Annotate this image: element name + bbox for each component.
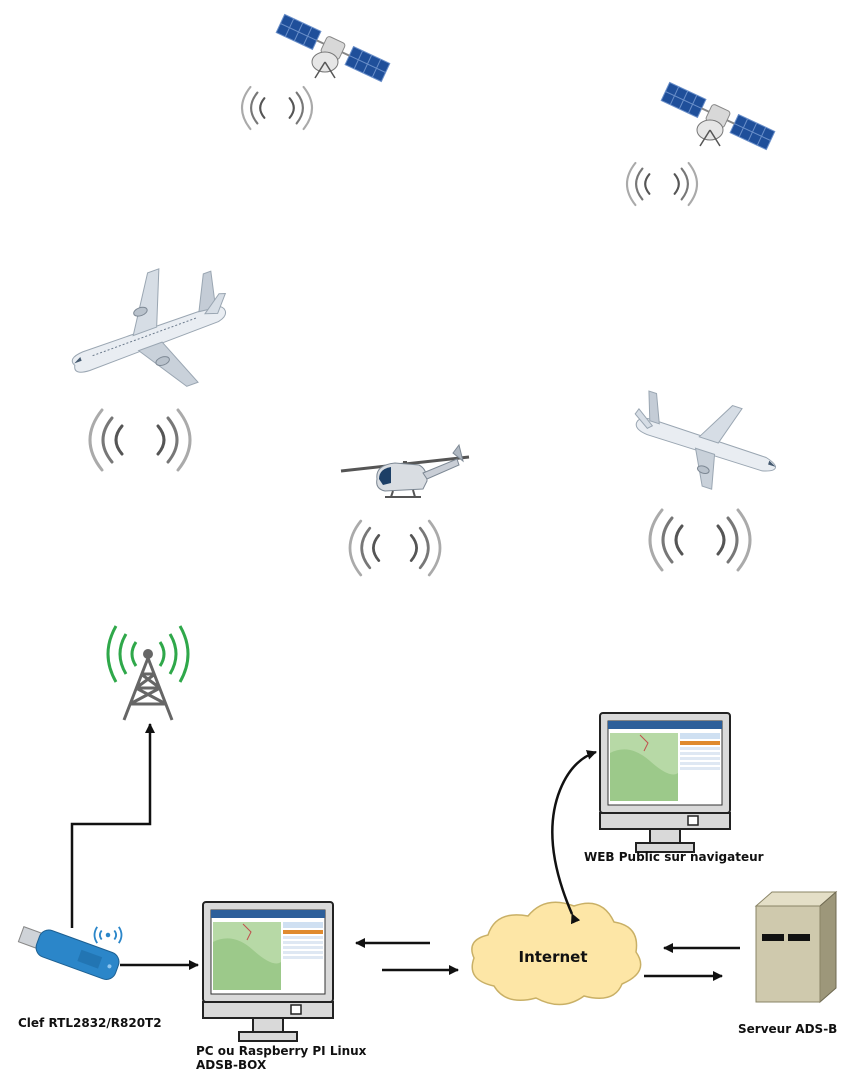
- internet-label: Internet: [518, 948, 587, 966]
- helicopter-icon: [340, 443, 470, 498]
- web-label: WEB Public sur navigateur: [584, 850, 764, 864]
- satellite-icon-1: [275, 13, 391, 83]
- dongle-to-antenna-connector: [70, 723, 155, 928]
- antenna-tower-icon: [106, 625, 190, 721]
- server-icon: [754, 890, 838, 1004]
- pc-label-line1: PC ou Raspberry PI Linux: [196, 1044, 367, 1058]
- pc-monitor-icon: [202, 901, 334, 1042]
- signal-waves-icon-plane-1: [88, 408, 192, 472]
- pc-label-line2: ADSB-BOX: [196, 1058, 267, 1072]
- web-monitor-icon: [599, 712, 731, 853]
- signal-waves-icon-sat-2: [625, 161, 699, 207]
- server-label: Serveur ADS-B: [738, 1022, 838, 1036]
- dongle-label: Clef RTL2832/R820T2: [18, 1016, 162, 1030]
- usb-dongle-icon: [17, 926, 120, 980]
- satellite-icon-2: [660, 81, 776, 151]
- signal-waves-icon-heli: [348, 519, 442, 577]
- signal-waves-icon-sat-1: [240, 85, 314, 131]
- signal-waves-icon-plane-2: [648, 508, 752, 572]
- airplane-icon-1: [71, 268, 227, 387]
- signal-waves-icon-dongle: [93, 926, 123, 944]
- airplane-icon-2: [634, 390, 777, 490]
- cloud-icon: Internet: [471, 901, 642, 1006]
- internet-web-connector: [551, 750, 597, 925]
